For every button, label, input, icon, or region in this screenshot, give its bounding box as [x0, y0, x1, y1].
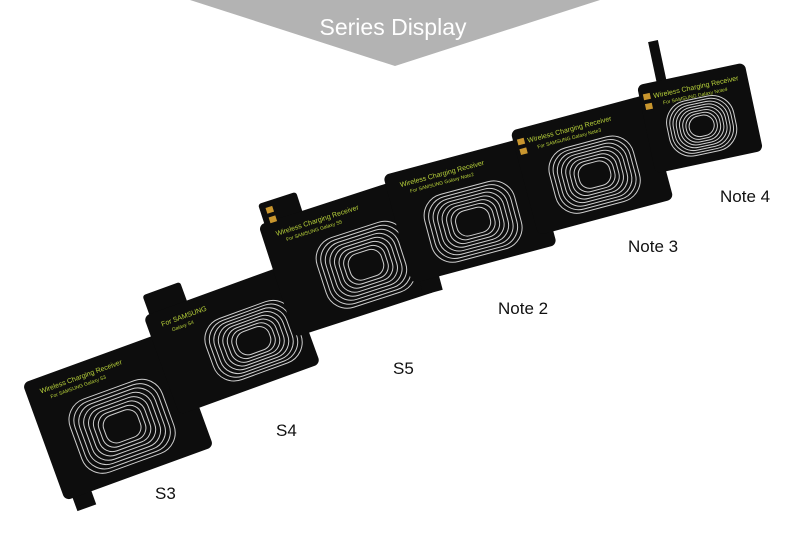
coil-ring — [92, 400, 152, 453]
coil-ring — [688, 114, 715, 138]
banner-title: Series Display — [319, 14, 467, 40]
contact-pad — [265, 205, 275, 214]
coil-ring — [672, 100, 731, 152]
pad-body — [637, 63, 763, 173]
coil-ring — [226, 318, 281, 363]
label-s3: S3 — [155, 484, 176, 503]
coil-ring — [222, 314, 285, 367]
contact-pad — [516, 137, 526, 146]
coil-ring — [78, 387, 166, 466]
coil-ring — [569, 153, 620, 196]
coil-ring — [213, 307, 294, 375]
label-note4: Note 4 — [720, 187, 771, 206]
coil-ring — [556, 142, 633, 207]
coil-ring — [102, 409, 142, 444]
label-note2: Note 2 — [498, 299, 549, 318]
coil-ring — [437, 191, 510, 252]
series-banner — [190, 0, 600, 66]
coil-ring — [423, 180, 523, 263]
coil-ring — [666, 95, 738, 157]
coil-ring — [97, 404, 147, 448]
pad-body — [511, 96, 673, 234]
coil-ring — [548, 135, 641, 214]
coil-ring — [450, 202, 496, 241]
coil-ring — [217, 311, 290, 371]
pad-body — [259, 180, 437, 336]
coil-ring — [682, 109, 722, 143]
coil-ring — [324, 228, 408, 301]
coil-ring — [343, 244, 389, 285]
contact-pad — [642, 92, 651, 101]
coil-ring — [577, 160, 612, 189]
coil-ring — [552, 139, 637, 211]
coil-ring — [235, 325, 272, 356]
coil-ring — [678, 106, 725, 146]
pad-tab — [648, 40, 667, 84]
coil-ring — [455, 206, 492, 237]
label-note3: Note 3 — [628, 237, 679, 256]
coil-ring — [83, 391, 162, 461]
contact-pad — [268, 215, 278, 224]
contact-pad — [644, 102, 654, 111]
coil-ring — [333, 236, 398, 293]
coil-ring — [669, 97, 735, 154]
coil-ring — [338, 240, 394, 289]
coil-ring — [685, 111, 718, 140]
coil-ring — [329, 232, 403, 297]
coil-ring — [347, 248, 385, 281]
coil-ring — [88, 396, 157, 457]
coil-ring — [561, 146, 629, 204]
coil-ring — [432, 187, 514, 256]
label-s5: S5 — [393, 359, 414, 378]
contact-pad — [519, 147, 528, 156]
coil-ring — [573, 156, 616, 193]
coil-ring — [565, 149, 624, 200]
coil-ring — [675, 103, 728, 149]
coil-ring — [441, 195, 505, 248]
label-s4: S4 — [276, 421, 297, 440]
coil-ring — [428, 184, 519, 259]
coil-ring — [231, 322, 276, 360]
coil-ring — [73, 383, 171, 470]
coil-ring — [446, 199, 501, 245]
coil-ring — [68, 378, 176, 474]
